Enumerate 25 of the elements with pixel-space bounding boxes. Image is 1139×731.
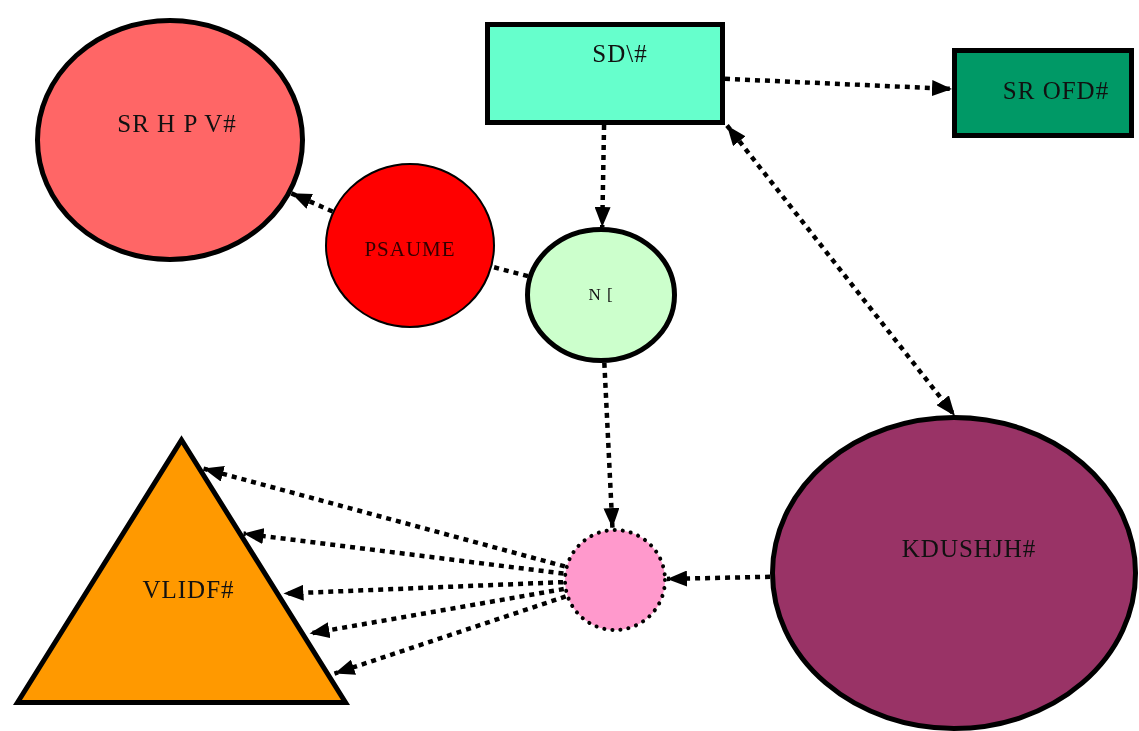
arrow xyxy=(602,362,620,529)
circle-node xyxy=(325,163,495,328)
arrow xyxy=(666,570,771,587)
arrow xyxy=(290,191,334,214)
triangle-node xyxy=(15,435,348,705)
ellipse-node xyxy=(35,18,305,262)
process-box xyxy=(485,22,725,125)
arrow xyxy=(283,579,564,601)
node-label: SD\# xyxy=(591,40,649,68)
arrow xyxy=(309,586,565,638)
process-box xyxy=(952,48,1134,138)
arrow xyxy=(243,528,564,576)
node-label: N [ xyxy=(587,285,615,305)
arrow xyxy=(202,466,566,569)
circle-node xyxy=(525,227,677,363)
arrow xyxy=(333,594,567,676)
node-label: VLIDF# xyxy=(141,576,236,604)
arrow xyxy=(724,76,953,97)
circle-node xyxy=(563,528,667,632)
node-label: PSAUME xyxy=(363,237,457,262)
node-label: KDUSHJH# xyxy=(900,535,1038,563)
node-label: SR OFD# xyxy=(1001,77,1111,105)
ellipse-node xyxy=(770,415,1138,731)
node-label: SR H P V# xyxy=(116,110,238,138)
arrow xyxy=(594,124,611,228)
